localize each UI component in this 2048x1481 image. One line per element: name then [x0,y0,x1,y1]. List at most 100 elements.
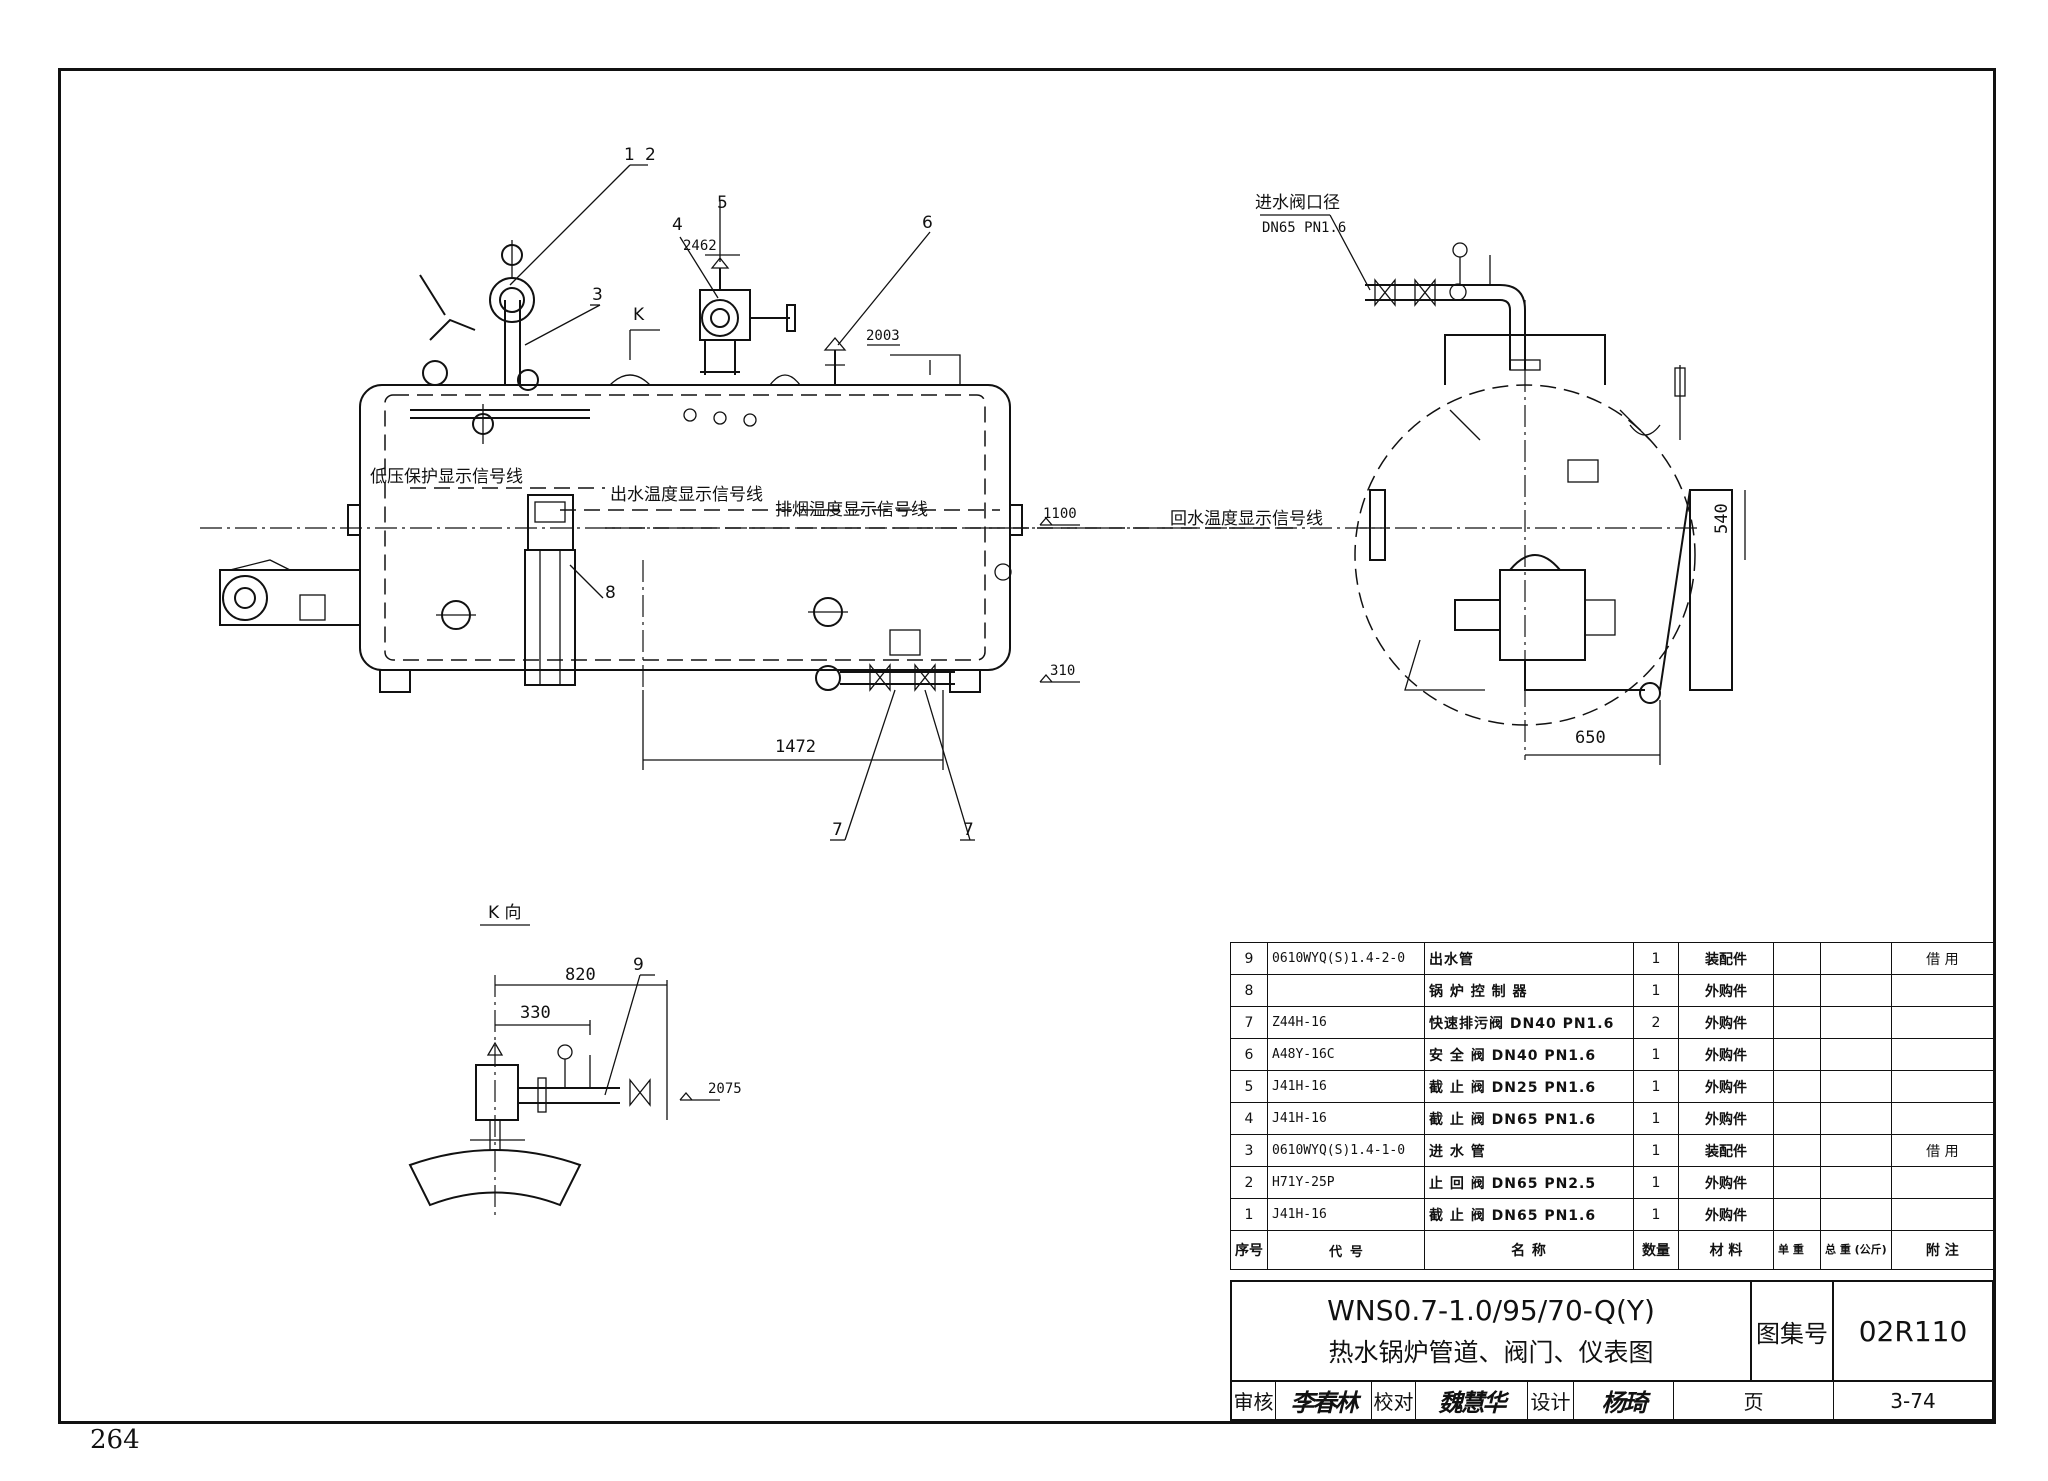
design-signature: 杨琦 [1574,1382,1674,1419]
cell-note [1890,1166,1995,1199]
title-block: WNS0.7-1.0/95/70-Q(Y) 热水锅炉管道、阀门、仪表图 图集号 … [1230,1280,1994,1421]
dimension-330: 330 [520,1003,551,1023]
cell-code: J41H-16 [1267,1102,1425,1135]
cell-note [1890,1038,1995,1071]
dimension-540: 540 [1712,503,1732,534]
cell-name: 进 水 管 [1424,1134,1634,1167]
main-boiler-view: 1 2 3 4 5 6 7 7 8 2462 2003 1100 310 147… [200,145,1390,841]
cell-w2 [1820,1070,1892,1103]
cell-w1 [1773,1166,1821,1199]
cell-note [1890,1102,1995,1135]
safety-valve [823,336,847,385]
cell-name: 截 止 阀 DN65 PN1.6 [1424,1102,1634,1135]
cell-code: 0610WYQ(S)1.4-1-0 [1267,1134,1425,1167]
cell-material: 外购件 [1678,1166,1774,1199]
cell-material: 外购件 [1678,1198,1774,1231]
cell-w2 [1820,1006,1892,1039]
cell-name: 截 止 阀 DN25 PN1.6 [1424,1070,1634,1103]
cell-material: 外购件 [1678,1102,1774,1135]
inlet-valve-label: 进水阀口径 [1255,193,1340,213]
dimension-650: 650 [1575,728,1606,748]
cell-no: 7 [1230,1006,1268,1039]
cell-qty: 1 [1633,1102,1679,1135]
cell-no: 5 [1230,1070,1268,1103]
cell-material: 外购件 [1678,974,1774,1007]
dimension-1472: 1472 [775,737,816,757]
check-label: 校对 [1372,1382,1416,1419]
cell-qty: 1 [1633,942,1679,975]
review-signature: 李春林 [1276,1382,1372,1419]
cell-material: 装配件 [1678,1134,1774,1167]
cell-no: 1 [1230,1198,1268,1231]
review-label: 审核 [1232,1382,1276,1419]
cell-name: 截 止 阀 DN65 PN1.6 [1424,1198,1634,1231]
label-return-temp-signal: 回水温度显示信号线 [1170,509,1323,529]
drawing-title: 热水锅炉管道、阀门、仪表图 [1328,1338,1654,1367]
cell-w1 [1773,1134,1821,1167]
label-outlet-temp-signal: 出水温度显示信号线 [610,485,763,505]
cell-name: 出水管 [1424,942,1634,975]
inlet-valve-spec: DN65 PN1.6 [1262,220,1346,236]
header-material: 材 料 [1678,1230,1774,1270]
parts-table-header: 序号 代 号 名 称 数量 材 料 单 重 总 重 (公斤) 附 注 [1230,1230,1995,1270]
atlas-label: 图集号 [1752,1282,1834,1382]
cell-material: 外购件 [1678,1038,1774,1071]
cell-material: 装配件 [1678,942,1774,975]
k-view: K 向 820 330 2075 [408,903,742,1220]
page-value: 3-74 [1890,1388,1936,1413]
cell-qty: 1 [1633,974,1679,1007]
cell-note [1890,1006,1995,1039]
k-view-title: K 向 [488,903,522,923]
elevation-2462: 2462 [683,238,717,254]
cell-note: 借 用 [1890,942,1995,975]
cell-w2 [1820,1198,1892,1231]
cell-qty: 1 [1633,1038,1679,1071]
drawing-title-cell: WNS0.7-1.0/95/70-Q(Y) 热水锅炉管道、阀门、仪表图 [1232,1282,1752,1382]
callout-2: 2 [645,145,656,165]
cell-name: 快速排污阀 DN40 PN1.6 [1424,1006,1634,1039]
cell-name: 止 回 阀 DN65 PN2.5 [1424,1166,1634,1199]
cell-no: 6 [1230,1038,1268,1071]
callout-5: 5 [717,193,728,213]
boiler-controller [524,494,576,686]
cell-w2 [1820,1166,1892,1199]
section-mark-k: K [633,305,645,325]
cell-w1 [1773,1038,1821,1071]
header-name: 名 称 [1424,1230,1634,1270]
cell-w2 [1820,942,1892,975]
elevation-1100: 1100 [1043,506,1077,522]
cell-w2 [1820,974,1892,1007]
page-number: 264 [90,1425,140,1455]
blowdown-valves [815,629,955,692]
cell-name: 锅 炉 控 制 器 [1424,974,1634,1007]
cell-code: H71Y-25P [1267,1166,1425,1199]
header-code: 代 号 [1267,1230,1425,1270]
header-unit-weight: 单 重 [1773,1230,1821,1270]
outlet-pipe-assembly [699,256,796,375]
drawing-frame [58,68,1996,1424]
callout-6: 6 [922,213,933,233]
elevation-2003: 2003 [866,328,900,344]
cell-code: J41H-16 [1267,1198,1425,1231]
cell-no: 9 [1230,942,1268,975]
callout-7b: 7 [963,820,974,840]
cell-code: A48Y-16C [1267,1038,1425,1071]
cell-w1 [1773,1198,1821,1231]
cell-w1 [1773,1102,1821,1135]
callout-8: 8 [605,583,616,603]
elevation-310: 310 [1050,663,1075,679]
signature-row: 审核 李春林 校对 魏慧华 设计 杨琦 页 3-74 [1232,1382,1992,1419]
cell-qty: 1 [1633,1198,1679,1231]
cell-code: J41H-16 [1267,1070,1425,1103]
cell-w1 [1773,1006,1821,1039]
cell-qty: 2 [1633,1006,1679,1039]
drawing-model: WNS0.7-1.0/95/70-Q(Y) [1327,1294,1655,1327]
cell-no: 4 [1230,1102,1268,1135]
callout-3: 3 [592,285,603,305]
header-qty: 数量 [1633,1230,1679,1270]
check-signature: 魏慧华 [1416,1382,1528,1419]
